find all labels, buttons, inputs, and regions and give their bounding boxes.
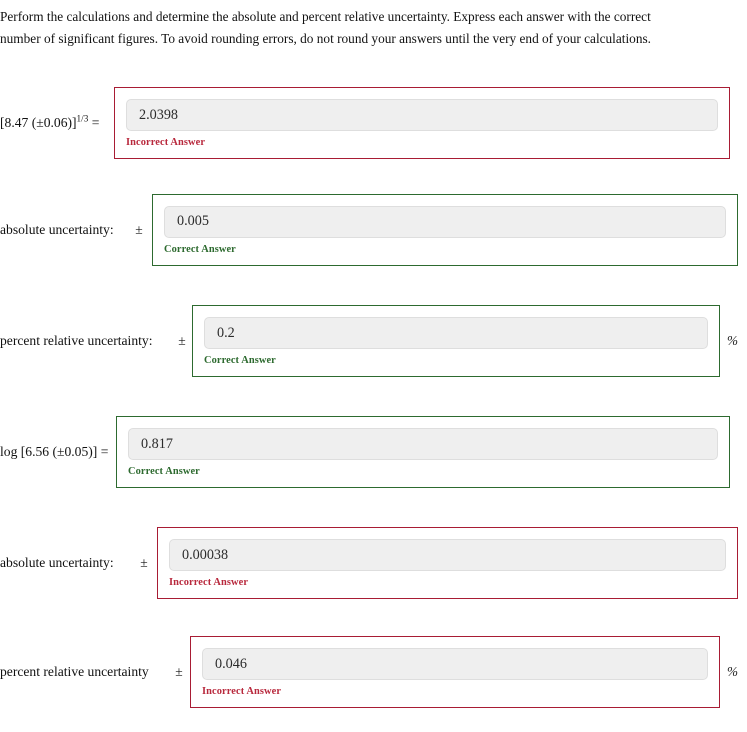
problem-row-cube-root: [8.47 (±0.06)]1/3 = Incorrect Answer bbox=[0, 84, 747, 162]
problem-row-percent-relative-uncertainty-1: percent relative uncertainty: ± Correct … bbox=[0, 297, 747, 385]
percent-symbol-6: % bbox=[727, 664, 738, 679]
feedback-message-5: Incorrect Answer bbox=[169, 577, 249, 588]
answer-wrapper-5: Incorrect Answer bbox=[157, 527, 738, 599]
answer-wrapper-6: Incorrect Answer bbox=[190, 636, 720, 708]
problem-label-absolute-uncertainty-1: absolute uncertainty: bbox=[0, 221, 114, 237]
equals-sign: = bbox=[88, 115, 100, 130]
answer-wrapper-2: Correct Answer bbox=[152, 193, 738, 266]
answer-input-1[interactable] bbox=[126, 99, 718, 131]
problem-row-absolute-uncertainty-1: absolute uncertainty: ± Correct Answer bbox=[0, 188, 747, 271]
answer-input-2[interactable] bbox=[164, 205, 726, 238]
instructions-line-2: number of significant figures. To avoid … bbox=[0, 31, 651, 46]
answer-input-3[interactable] bbox=[204, 317, 708, 349]
instructions-text: Perform the calculations and determine t… bbox=[0, 6, 736, 50]
answer-input-6[interactable] bbox=[202, 648, 708, 680]
feedback-message-2: Correct Answer bbox=[164, 243, 236, 255]
problem-row-absolute-uncertainty-2: absolute uncertainty: ± Incorrect Answer bbox=[0, 519, 747, 607]
feedback-message-1: Incorrect Answer bbox=[126, 137, 206, 148]
plus-minus-symbol-2: ± bbox=[135, 221, 143, 237]
plus-minus-symbol-3: ± bbox=[178, 333, 186, 348]
problem-label-percent-relative-uncertainty-1: percent relative uncertainty: bbox=[0, 333, 153, 348]
percent-symbol-3: % bbox=[727, 333, 738, 348]
instructions-line-1: Perform the calculations and determine t… bbox=[0, 9, 651, 24]
problem-row-logarithm: log [6.56 (±0.05)] = Correct Answer bbox=[0, 412, 747, 492]
problem-row-percent-relative-uncertainty-2: percent relative uncertainty ± Incorrect… bbox=[0, 626, 747, 718]
feedback-message-6: Incorrect Answer bbox=[202, 686, 282, 697]
problem-label-absolute-uncertainty-2: absolute uncertainty: bbox=[0, 555, 114, 570]
answer-wrapper-4: Correct Answer bbox=[116, 416, 730, 488]
plus-minus-symbol-6: ± bbox=[175, 664, 183, 679]
plus-minus-symbol-5: ± bbox=[140, 555, 148, 570]
exponent-superscript: 1/3 bbox=[76, 113, 89, 124]
problem-expression: [8.47 (±0.06)] bbox=[0, 115, 77, 130]
problem-label-percent-relative-uncertainty-2: percent relative uncertainty bbox=[0, 664, 149, 679]
feedback-message-3: Correct Answer bbox=[204, 355, 276, 366]
answer-input-5[interactable] bbox=[169, 539, 726, 571]
problem-label-cube-root: [8.47 (±0.06)]1/3 = bbox=[0, 113, 114, 131]
feedback-message-4: Correct Answer bbox=[128, 466, 200, 477]
answer-wrapper-3: Correct Answer bbox=[192, 305, 720, 377]
answer-wrapper-1: Incorrect Answer bbox=[114, 87, 730, 159]
answer-input-4[interactable] bbox=[128, 428, 718, 460]
problem-label-logarithm: log [6.56 (±0.05)] = bbox=[0, 444, 109, 459]
